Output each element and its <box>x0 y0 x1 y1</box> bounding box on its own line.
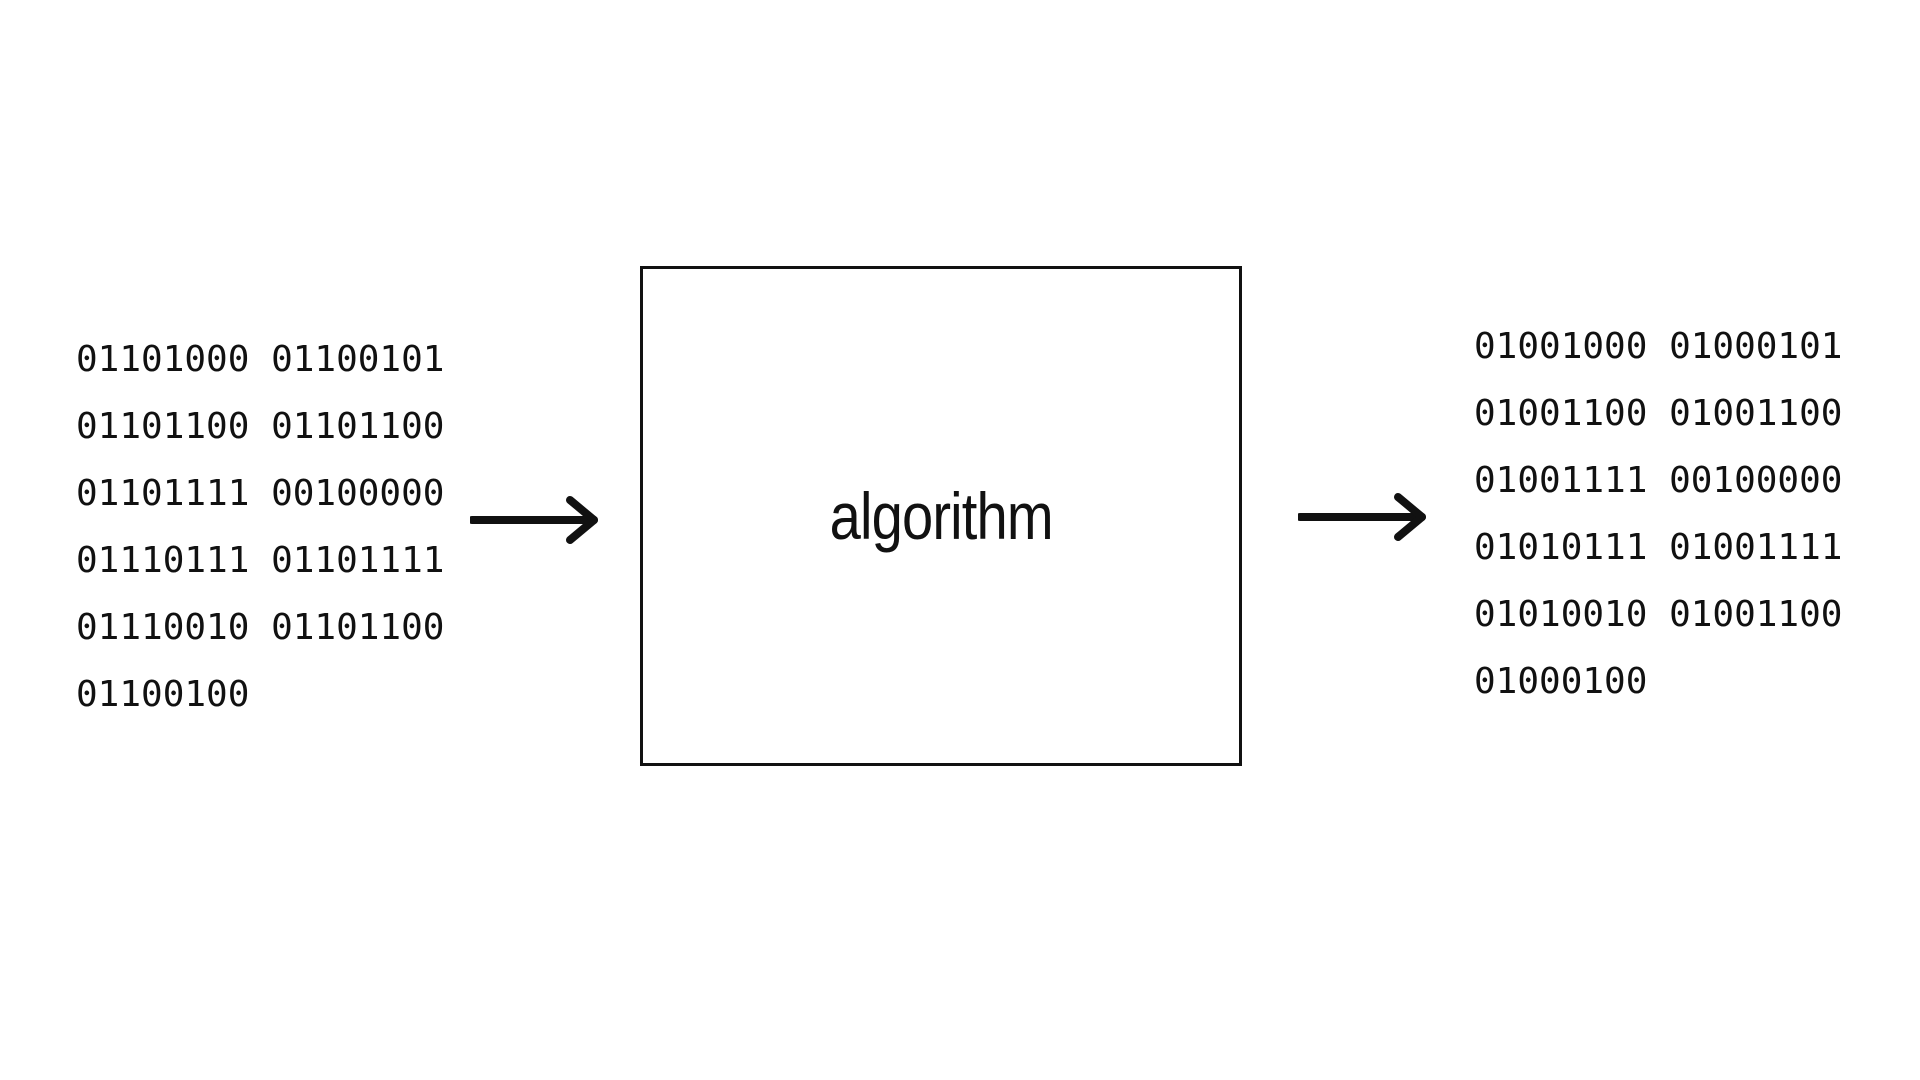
input-bits-line: 01110111 01101111 <box>76 540 445 581</box>
input-bits-line: 01101111 00100000 <box>76 473 445 514</box>
output-bits-line: 01001000 01000101 <box>1474 326 1843 367</box>
input-bits-line: 01110010 01101100 <box>76 607 445 648</box>
output-bits-line: 01010010 01001100 <box>1474 594 1843 635</box>
input-binary-block: 01101000 01100101 01101100 01101100 0110… <box>76 326 444 728</box>
algorithm-label: algorithm <box>829 479 1053 553</box>
input-bits-line: 01101000 01100101 <box>76 339 445 380</box>
input-bits-line: 01100100 <box>76 674 250 715</box>
output-bits-line: 01001111 00100000 <box>1474 460 1843 501</box>
input-arrow-icon <box>470 496 598 544</box>
algorithm-box: algorithm <box>640 266 1242 766</box>
output-bits-line: 01010111 01001111 <box>1474 527 1843 568</box>
output-bits-line: 01001100 01001100 <box>1474 393 1843 434</box>
output-binary-block: 01001000 01000101 01001100 01001100 0100… <box>1474 313 1842 715</box>
output-arrow-icon <box>1298 493 1426 541</box>
input-bits-line: 01101100 01101100 <box>76 406 445 447</box>
output-bits-line: 01000100 <box>1474 661 1648 702</box>
